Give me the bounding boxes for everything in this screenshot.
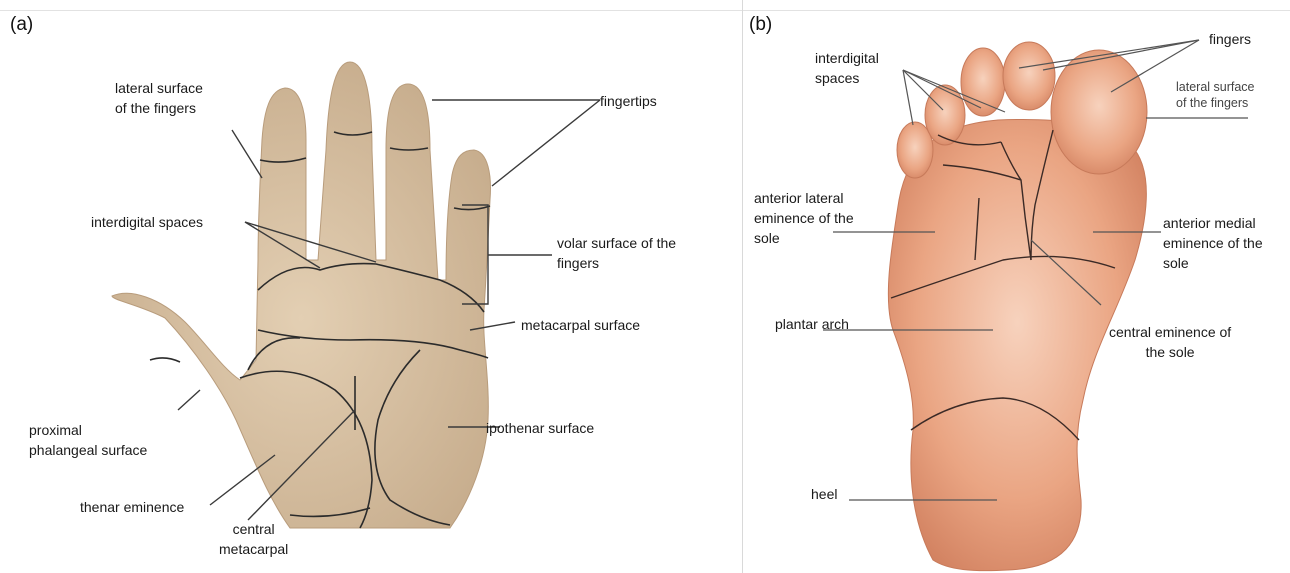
label-central-metacarpal: central metacarpal xyxy=(219,519,288,559)
label-thenar-eminence: thenar eminence xyxy=(80,497,184,517)
label-anterior-medial-eminence: anterior medial eminence of the sole xyxy=(1163,213,1263,273)
label-interdigital-spaces: interdigital spaces xyxy=(91,212,203,232)
label-heel: heel xyxy=(811,484,837,504)
label-central-eminence: central eminence of the sole xyxy=(1109,322,1231,362)
label-fingers: fingers xyxy=(1209,29,1251,49)
label-interdigital-spaces-foot: interdigital spaces xyxy=(815,48,879,88)
label-plantar-arch: plantar arch xyxy=(775,314,849,334)
panel-hand: (a) xyxy=(0,0,742,573)
label-proximal-phalangeal: proximal phalangeal surface xyxy=(29,420,147,460)
label-ipothenar-surface: ipothenar surface xyxy=(486,418,594,438)
label-lateral-surface: lateral surface of the fingers xyxy=(115,78,203,118)
label-metacarpal-surface: metacarpal surface xyxy=(521,315,640,335)
label-anterior-lateral-eminence: anterior lateral eminence of the sole xyxy=(754,188,854,248)
panel-foot: (b) xyxy=(742,0,1290,573)
label-lateral-surface-foot: lateral surface of the fingers xyxy=(1176,79,1255,111)
hand-silhouette xyxy=(112,62,490,528)
label-volar-surface: volar surface of the fingers xyxy=(557,233,676,273)
foot-silhouette xyxy=(888,119,1146,570)
hand-illustration xyxy=(0,0,742,573)
label-fingertips: fingertips xyxy=(600,91,657,111)
